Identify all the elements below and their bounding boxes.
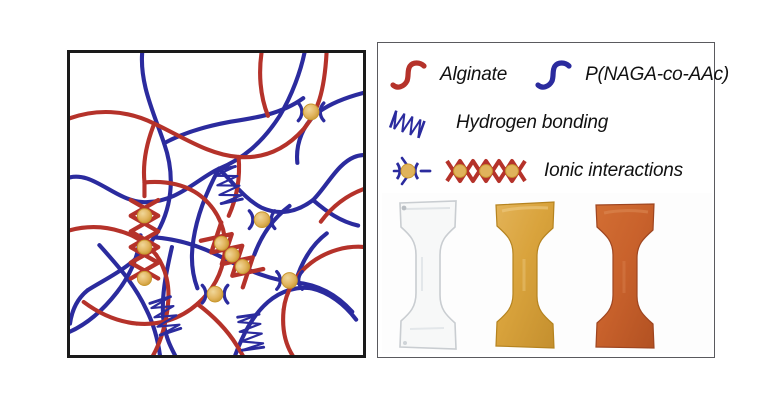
dogbone-specimen-clear — [382, 197, 474, 353]
ionic-zigzag-icon — [445, 159, 527, 183]
legend-row-hydrogen-bonding: Hydrogen bonding — [378, 99, 714, 147]
legend-label-hydrogen-bonding: Hydrogen bonding — [456, 112, 609, 133]
legend-row-polymers: Alginate P(NAGA-co-AAc) — [378, 51, 729, 99]
alginate-squiggle-icon — [390, 60, 427, 90]
ionic-claw-icon — [392, 156, 432, 186]
dogbone-specimen-gold — [480, 197, 572, 353]
legend-row-ionic-interactions: Ionic interactions — [378, 147, 714, 195]
hydrogen-bond-ladder — [148, 165, 266, 352]
pnaga-squiggle-icon — [535, 60, 572, 90]
polymer-network-schematic — [70, 53, 363, 355]
ionic-zigzag-crosslink — [198, 220, 266, 290]
polymer-chain-red — [70, 53, 363, 355]
legend-label-ionic-interactions: Ionic interactions — [544, 160, 683, 181]
legend-label-pnaga: P(NAGA-co-AAc) — [585, 64, 730, 85]
ionic-claw-crosslink — [200, 101, 326, 305]
crosslink-legend: Alginate P(NAGA-co-AAc) Hydrogen bonding — [378, 43, 729, 195]
hydrogen-bond-ladder-icon — [388, 110, 426, 139]
dogbone-specimen-orange — [578, 197, 670, 353]
legend-and-samples-panel: Alginate P(NAGA-co-AAc) Hydrogen bonding — [377, 42, 729, 358]
ionic-zigzag-crosslink — [128, 180, 161, 287]
legend-label-alginate: Alginate — [440, 64, 508, 85]
hydrogel-specimen-photo — [382, 193, 712, 353]
network-panel — [67, 50, 366, 358]
